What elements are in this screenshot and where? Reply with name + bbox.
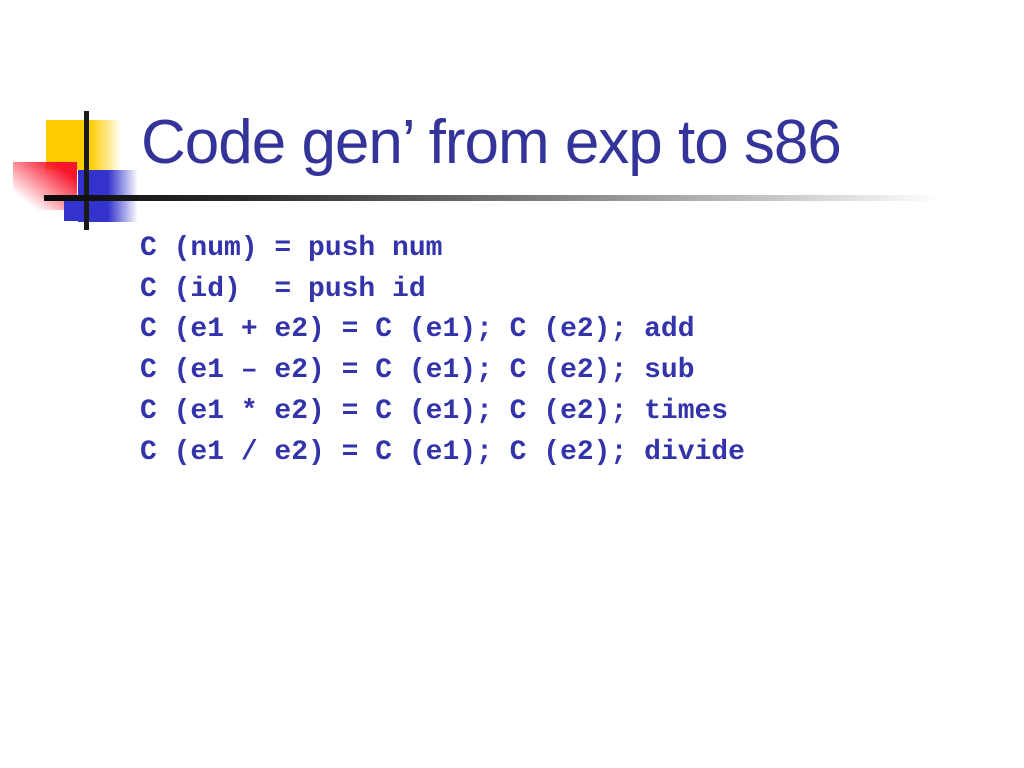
code-line: C (e1 * e2) = C (e1); C (e2); times [140,395,729,427]
code-line: C (e1 – e2) = C (e1); C (e2); sub [140,355,695,387]
code-line: C (num) = push num [140,233,443,264]
slide-title: Code gen’ from exp to s86 [141,108,842,177]
code-block: C (num) = push num C (id) = push id C (e1 … [140,229,745,473]
decor-blue-square-lower [64,200,78,221]
code-line: C (e1 / e2) = C (e1); C (e2); divide [140,436,745,468]
decor-vertical-crosshair-line [84,111,89,230]
code-line: C (id) = push id [140,273,426,305]
title-divider-rule [44,195,960,201]
code-line: C (e1 + e2) = C (e1); C (e2); add [140,314,695,346]
